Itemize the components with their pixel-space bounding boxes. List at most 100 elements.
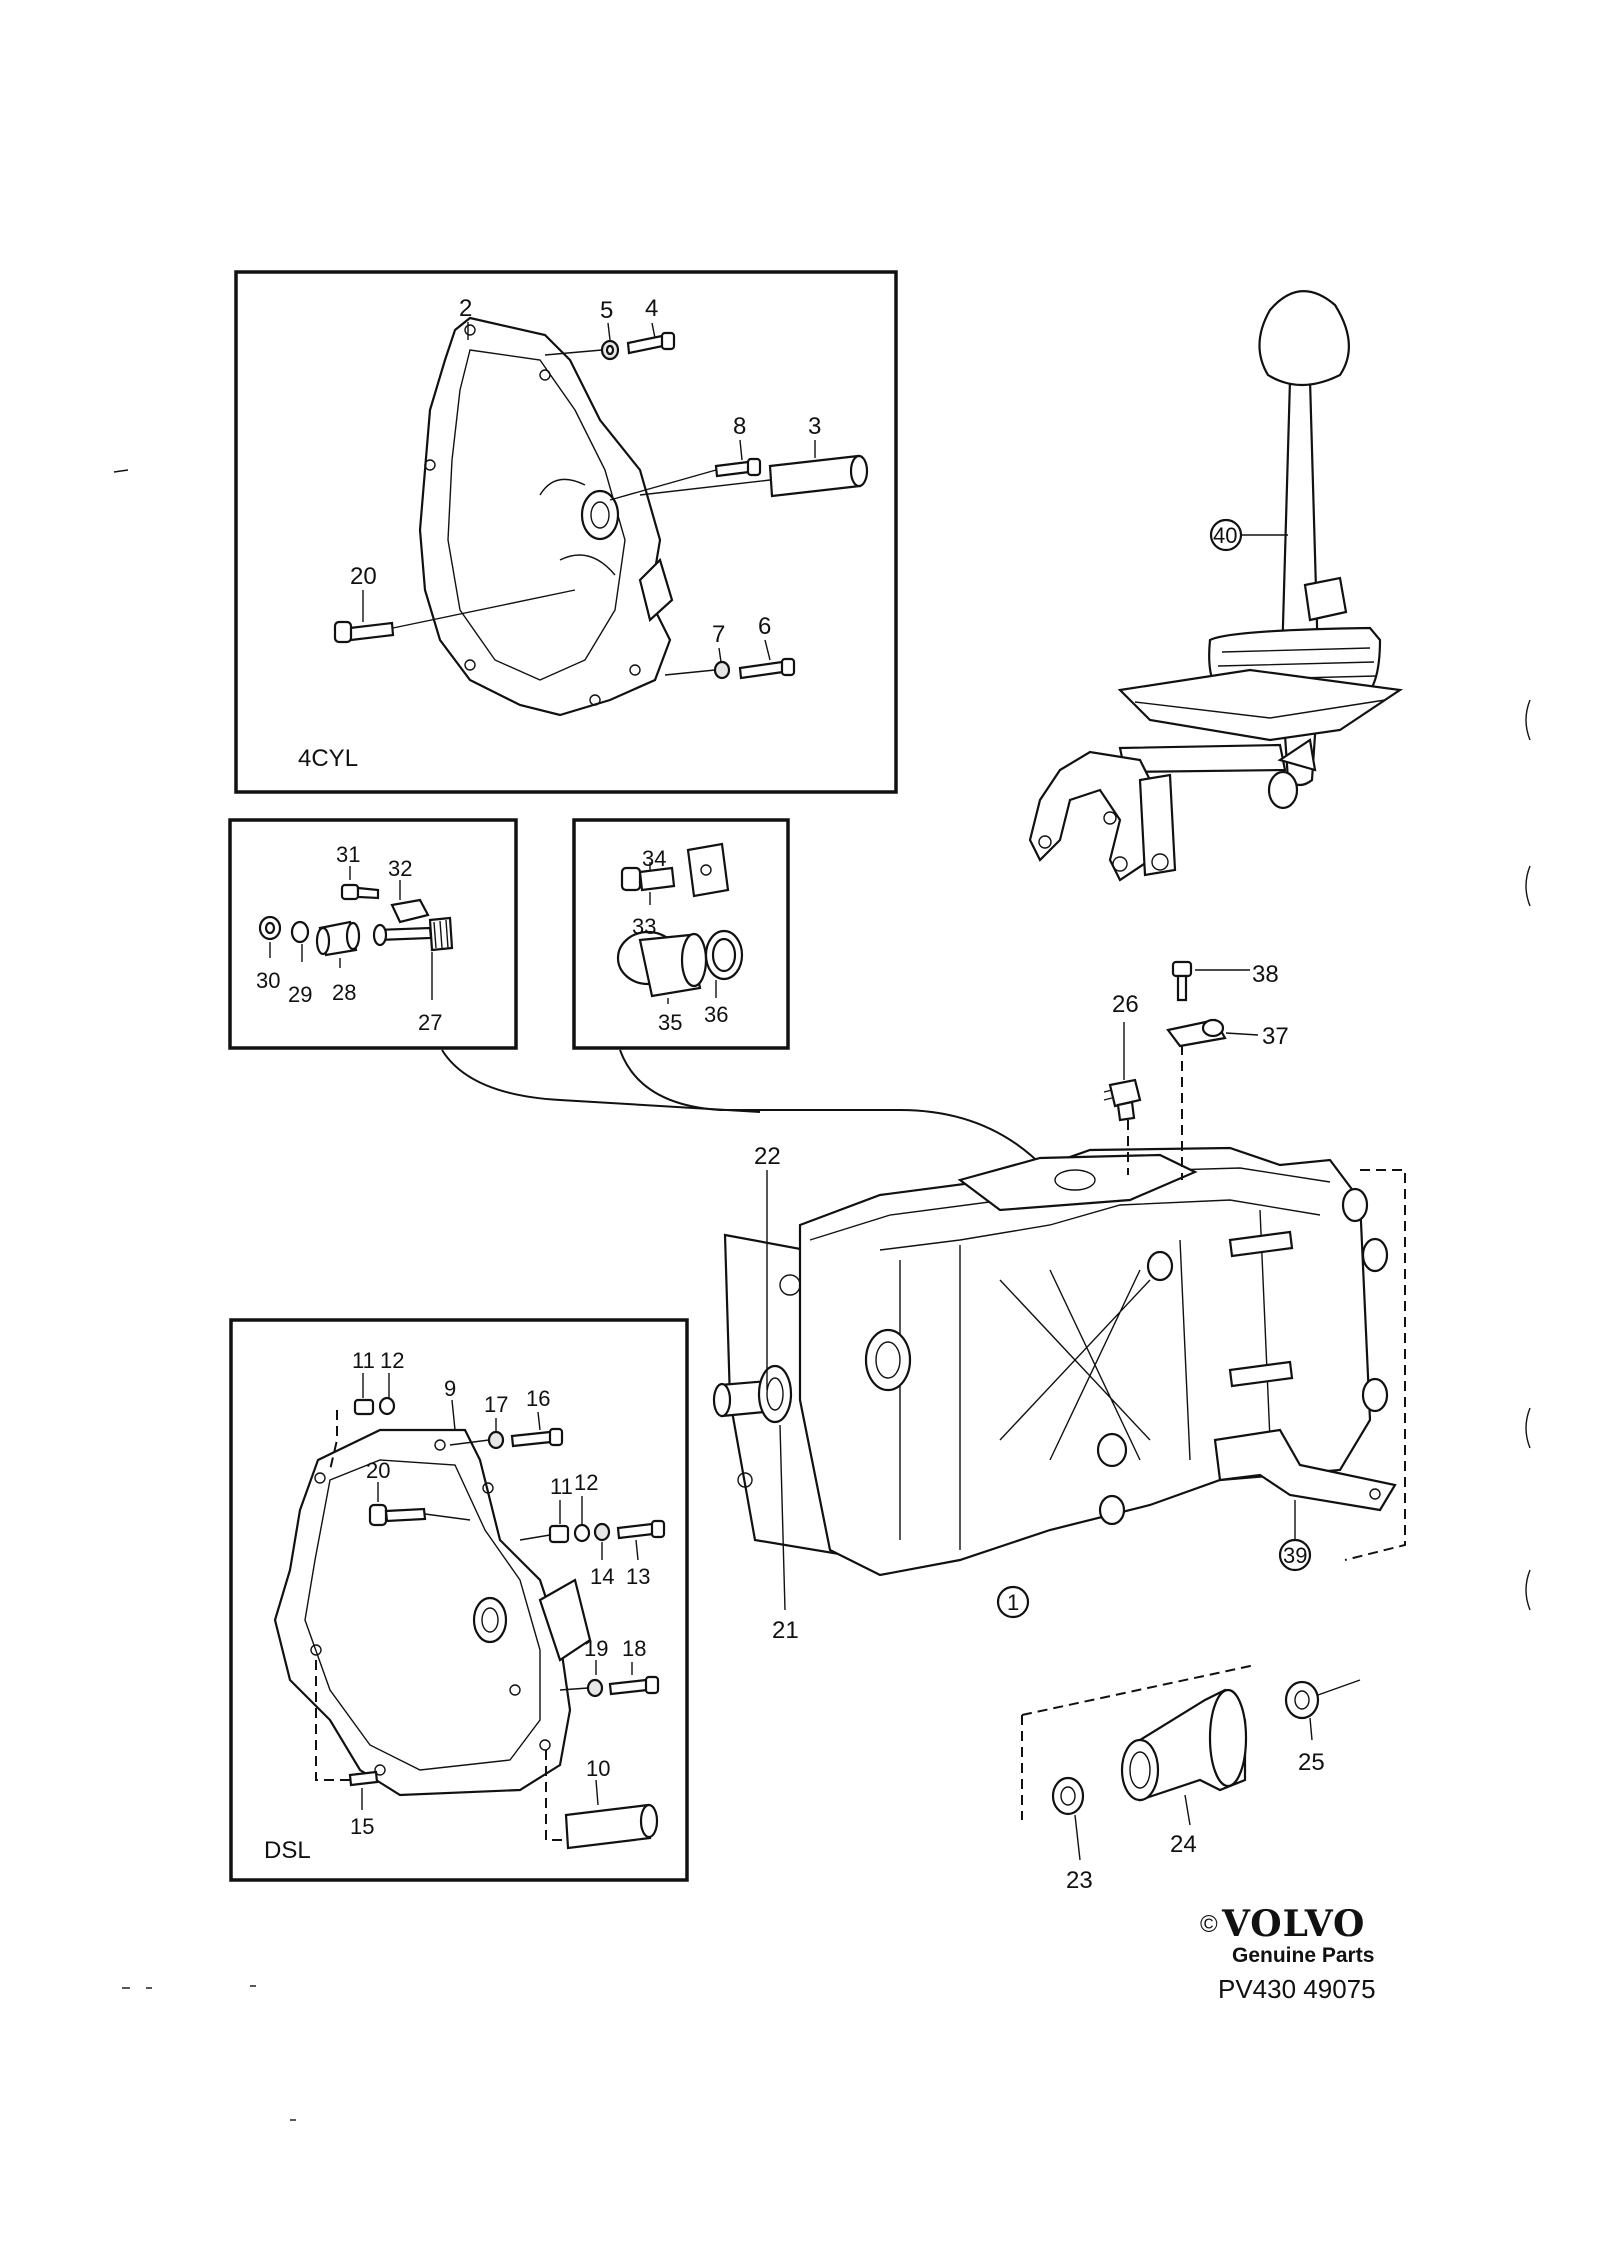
callout-circle-39 — [1278, 1538, 1312, 1572]
bolt-20-dsl — [368, 1503, 427, 1527]
washer-23 — [1051, 1776, 1085, 1816]
panel-4cyl-frame — [234, 270, 898, 794]
callout-17: 17 — [484, 1392, 508, 1417]
callout-circle-1 — [996, 1585, 1030, 1619]
sleeve-3 — [768, 454, 869, 498]
callout-8: 8 — [733, 413, 746, 440]
panel-dsl-frame — [229, 1318, 689, 1882]
callout-21: 21 — [772, 1617, 799, 1644]
callout-9: 9 — [444, 1376, 456, 1401]
callout-31: 31 — [336, 842, 360, 867]
sleeve-35 — [616, 930, 708, 998]
seal-36 — [704, 929, 744, 981]
callout-1: 1 — [1007, 1590, 1019, 1615]
callout-40: 40 — [1213, 523, 1237, 548]
callout-11-dsl-top: 11 — [352, 1348, 375, 1373]
drawing-code: PV430 49075 — [1218, 1974, 1376, 2004]
washer-7 — [713, 660, 731, 680]
callout-24: 24 — [1170, 1831, 1197, 1858]
seal-30 — [258, 915, 282, 941]
switch-26 — [1103, 1078, 1142, 1175]
callout-13: 13 — [626, 1564, 650, 1589]
callout-20-dsl: 20 — [366, 1458, 390, 1483]
panel-seal-kit-frame — [572, 818, 790, 1050]
bolt-6 — [738, 657, 796, 680]
bolt-18 — [608, 1675, 660, 1696]
gear-lever-assembly-40: 40 — [1028, 290, 1404, 882]
flange-24 — [1120, 1688, 1248, 1802]
brand-subtitle: Genuine Parts — [1232, 1944, 1374, 1967]
clamp-37 — [1166, 1018, 1227, 1048]
callout-32: 32 — [388, 856, 412, 881]
bolt-8 — [714, 457, 762, 478]
bolt-38 — [1171, 960, 1193, 1002]
callout-28: 28 — [332, 980, 356, 1005]
callout-27: 27 — [418, 1010, 442, 1035]
callout-35: 35 — [658, 1010, 682, 1035]
washer-17 — [487, 1430, 505, 1450]
callout-39: 39 — [1283, 1543, 1307, 1568]
plate-32 — [390, 898, 430, 924]
callout-34: 34 — [642, 846, 666, 871]
dowel-11-12-top — [353, 1396, 396, 1416]
callout-20-4cyl: 20 — [350, 563, 377, 590]
footer-brand-block: © VOLVO Genuine Parts PV430 49075 — [1200, 1903, 1376, 2004]
callout-11-dsl-mid: 11 — [550, 1474, 573, 1499]
callout-6: 6 — [758, 613, 771, 640]
bushing-28 — [315, 920, 361, 957]
callout-3: 3 — [808, 413, 821, 440]
sleeve-10 — [564, 1803, 659, 1850]
dowel-15 — [348, 1770, 379, 1787]
panel-seal-kit: 34 33 35 36 — [572, 818, 790, 1050]
callout-23: 23 — [1066, 1867, 1093, 1894]
dowel-11-12-mid — [548, 1523, 591, 1544]
callout-36: 36 — [704, 1002, 728, 1027]
gearbox-main-assembly: 22 21 26 38 37 39 1 25 24 23 — [712, 960, 1406, 1894]
washer-19 — [586, 1678, 604, 1698]
callout-14: 14 — [590, 1564, 614, 1589]
bell-housing-4cyl — [418, 316, 674, 717]
callout-2: 2 — [459, 295, 472, 322]
callout-29: 29 — [288, 982, 312, 1007]
callout-37: 37 — [1262, 1023, 1289, 1050]
bell-housing-dsl — [273, 1428, 592, 1797]
connector-seal-kit — [619, 1049, 1071, 1201]
bolt-31 — [340, 883, 380, 901]
callout-18: 18 — [622, 1636, 646, 1661]
callout-15: 15 — [350, 1814, 374, 1839]
panel-dsl-caption: DSL — [264, 1837, 311, 1864]
seal-21 — [757, 1364, 793, 1424]
washer-5 — [600, 339, 620, 361]
oring-29 — [290, 920, 310, 944]
callout-25: 25 — [1298, 1749, 1325, 1776]
plate-34 — [686, 842, 730, 898]
panel-4cyl-caption: 4CYL — [298, 745, 358, 772]
nut-25 — [1284, 1680, 1320, 1720]
callout-19: 19 — [584, 1636, 608, 1661]
copyright-symbol: © — [1200, 1911, 1218, 1938]
callout-30: 30 — [256, 968, 280, 993]
callout-4: 4 — [645, 295, 658, 322]
gear-shaft-27 — [372, 916, 454, 952]
callout-16: 16 — [526, 1386, 550, 1411]
callout-38: 38 — [1252, 961, 1279, 988]
callout-5: 5 — [600, 297, 613, 324]
callout-12-dsl-mid: 12 — [574, 1470, 598, 1495]
callout-26: 26 — [1112, 991, 1139, 1018]
panel-speedometer-frame — [228, 818, 518, 1050]
bolt-20-4cyl — [333, 620, 395, 644]
callout-7: 7 — [712, 621, 725, 648]
callout-33: 33 — [632, 914, 656, 939]
brand-logo-text: VOLVO — [1221, 1903, 1365, 1945]
top-cover — [957, 1153, 1198, 1212]
callout-22: 22 — [754, 1143, 781, 1170]
callout-10: 10 — [586, 1756, 610, 1781]
panel-speedometer-drive: 31 32 30 29 28 27 — [228, 818, 518, 1050]
panel-4cyl: 2 5 4 8 3 20 7 6 4CYL — [234, 270, 898, 794]
rear-mount-39 — [1213, 1428, 1397, 1512]
scan-artifacts — [113, 469, 1531, 2121]
bolt-4 — [626, 331, 676, 355]
bolt-13 — [616, 1519, 666, 1540]
panel-dsl: 11 12 9 17 16 20 11 12 14 13 19 18 10 15… — [229, 1318, 689, 1882]
